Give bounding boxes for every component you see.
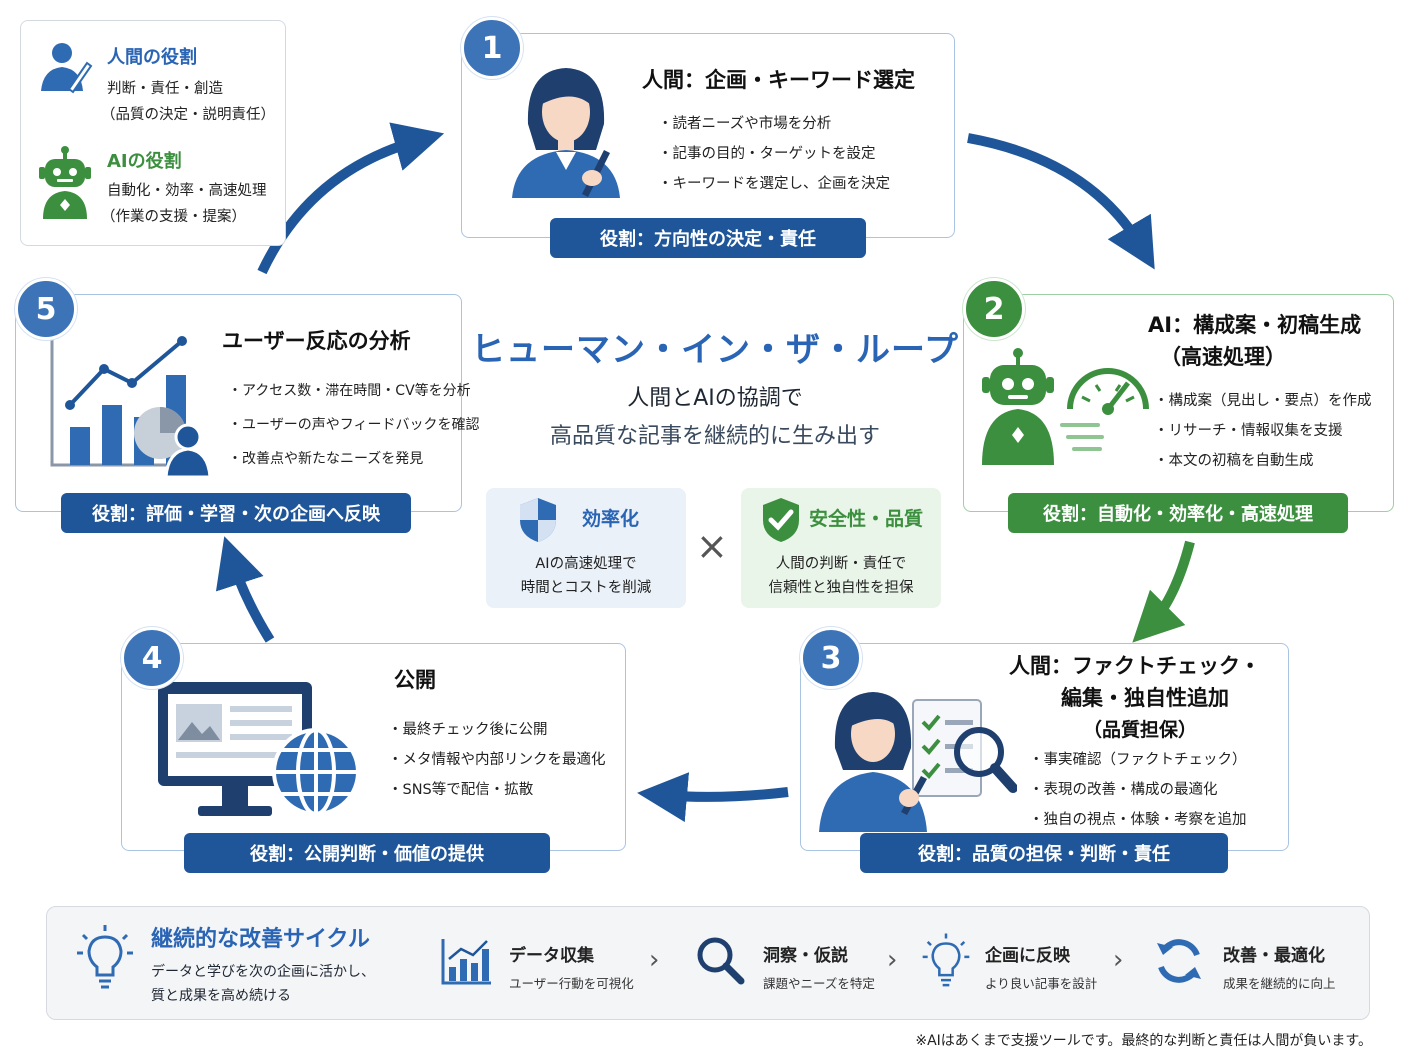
- step3-role-badge: 役割：品質の担保・判断・責任: [860, 833, 1228, 873]
- safety-title: 安全性・品質: [809, 508, 924, 530]
- cycle-desc-line1: データと学びを次の企画に活かし、: [151, 964, 375, 980]
- human-pen-icon: [512, 68, 620, 198]
- safety-line1: 人間の判断・責任で: [775, 556, 907, 572]
- step5-role-badge: 役割：評価・学習・次の企画へ反映: [61, 493, 411, 533]
- step3-title-line3: （品質担保）: [1083, 719, 1198, 741]
- chevron-right-icon: ›: [887, 945, 898, 975]
- center-title: ヒューマン・イン・ザ・ループ: [471, 330, 959, 370]
- footnote: ※AIはあくまで支援ツールです。最終的な判断と責任は人間が負います。: [915, 1033, 1372, 1049]
- step5-bullet: ・ユーザーの声やフィードバックを確認: [228, 417, 480, 433]
- shield-check-icon: [763, 498, 799, 542]
- arrow-3-to-4: [637, 772, 789, 823]
- step3-bullet: ・表現の改善・構成の最適化: [1029, 782, 1218, 798]
- arrow-4-to-5: [215, 536, 275, 643]
- ai-speed-icon: [982, 348, 1149, 465]
- arrow-5-to-1: [257, 122, 445, 275]
- cycle-step-insight-title: 洞察・仮説: [763, 946, 848, 966]
- cycle-step-data-sub: ユーザー行動を可視化: [509, 976, 634, 991]
- step2-title-line2: （高速処理）: [1160, 345, 1286, 369]
- magnifier-icon: [697, 937, 745, 985]
- step5-bullets: ・アクセス数・滞在時間・CV等を分析 ・ユーザーの声やフィードバックを確認 ・改…: [228, 374, 479, 476]
- step3-title-line2: 編集・独自性追加: [1061, 686, 1229, 710]
- legend-ai-line1: 自動化・効率・高速処理: [107, 183, 267, 199]
- legend-human-title: 人間の役割: [107, 47, 197, 68]
- step1-bullet: ・読者ニーズや市場を分析: [658, 116, 832, 132]
- step3-bullets: ・事実確認（ファクトチェック） ・表現の改善・構成の最適化 ・独自の視点・体験・…: [1029, 745, 1247, 835]
- shield-icon: [520, 498, 556, 542]
- step4-role-badge: 役割：公開判断・価値の提供: [184, 833, 550, 873]
- human-checklist-icon: [819, 692, 1017, 832]
- cycle-step-improve-title: 改善・最適化: [1223, 946, 1325, 966]
- chevron-right-icon: ›: [1113, 945, 1124, 975]
- chevron-right-icon: ›: [649, 945, 660, 975]
- step5-bullet: ・改善点や新たなニーズを発見: [228, 451, 424, 467]
- step-number-4: 4: [121, 627, 183, 689]
- efficiency-title: 効率化: [582, 508, 640, 530]
- step3-title-line1: 人間：ファクトチェック・: [1009, 654, 1261, 678]
- arrow-1-to-2: [967, 133, 1155, 270]
- efficiency-card: 効率化 AIの高速処理で 時間とコストを削減: [486, 488, 686, 608]
- cycle-step-plan-title: 企画に反映: [985, 946, 1070, 966]
- step1-role-badge: 役割：方向性の決定・責任: [550, 218, 866, 258]
- efficiency-line2: 時間とコストを削減: [520, 580, 652, 596]
- step4-bullets: ・最終チェック後に公開 ・メタ情報や内部リンクを最適化 ・SNS等で配信・拡散: [388, 715, 606, 805]
- step1-bullets: ・読者ニーズや市場を分析 ・記事の目的・ターゲットを設定 ・キーワードを選定し、…: [658, 109, 890, 199]
- safety-card: 安全性・品質 人間の判断・責任で 信頼性と独自性を担保: [741, 488, 941, 608]
- step-card-3: 人間：ファクトチェック・ 編集・独自性追加 （品質担保） ・事実確認（ファクトチ…: [800, 643, 1289, 851]
- step5-bullet: ・アクセス数・滞在時間・CV等を分析: [228, 383, 471, 399]
- step4-title: 公開: [394, 668, 436, 692]
- step-number-1: 1: [461, 17, 523, 79]
- legend-box: 人間の役割 判断・責任・創造 （品質の決定・説明責任） AIの役割 自動化・効率…: [20, 20, 286, 246]
- legend-human-line2: （品質の決定・説明責任）: [101, 107, 275, 123]
- lightbulb-icon: [77, 925, 133, 989]
- cycle-step-improve-sub: 成果を継続的に向上: [1223, 976, 1336, 991]
- arrow-2-to-3: [1132, 540, 1195, 643]
- cycle-title: 継続的な改善サイクル: [151, 927, 370, 952]
- cycle-step-insight-sub: 課題やニーズを特定: [763, 976, 875, 991]
- step-number-5: 5: [15, 278, 77, 340]
- step-card-2: AI：構成案・初稿生成 （高速処理） ・構成案（見出し・要点）を作成 ・リサーチ…: [963, 294, 1394, 512]
- legend-ai-title: AIの役割: [107, 151, 182, 172]
- safety-line2: 信頼性と独自性を担保: [768, 580, 914, 596]
- step4-bullet: ・SNS等で配信・拡散: [388, 782, 534, 798]
- step4-bullet: ・最終チェック後に公開: [388, 722, 548, 738]
- step5-title: ユーザー反応の分析: [222, 329, 411, 353]
- legend-ai-line2: （作業の支援・提案）: [101, 209, 246, 225]
- efficiency-line1: AIの高速処理で: [535, 556, 637, 572]
- times-symbol: ×: [696, 524, 728, 568]
- step3-bullet: ・事実確認（ファクトチェック）: [1029, 752, 1247, 768]
- improvement-cycle-bar: 継続的な改善サイクル データと学びを次の企画に活かし、 質と成果を高め続ける デ…: [46, 906, 1370, 1020]
- step4-bullet: ・メタ情報や内部リンクを最適化: [388, 752, 606, 768]
- step-number-2: 2: [963, 278, 1025, 340]
- step1-title: 人間：企画・キーワード選定: [642, 68, 915, 92]
- step2-role-badge: 役割：自動化・効率化・高速処理: [1008, 493, 1348, 533]
- bar-chart-icon: [441, 939, 491, 985]
- step2-bullet: ・リサーチ・情報収集を支援: [1154, 423, 1343, 439]
- step-card-1: 人間：企画・キーワード選定 ・読者ニーズや市場を分析 ・記事の目的・ターゲットを…: [461, 33, 955, 238]
- monitor-globe-icon: [158, 682, 360, 816]
- step-card-4: 公開 ・最終チェック後に公開 ・メタ情報や内部リンクを最適化 ・SNS等で配信・…: [121, 643, 626, 851]
- cycle-desc-line2: 質と成果を高め続ける: [151, 988, 291, 1004]
- cycle-step-data-title: データ収集: [509, 946, 594, 966]
- analytics-chart-icon: [50, 335, 212, 479]
- refresh-icon: [1157, 939, 1201, 983]
- step3-bullet: ・独自の視点・体験・考察を追加: [1029, 812, 1247, 828]
- center-subtitle-line2: 高品質な記事を継続的に生み出す: [549, 424, 880, 449]
- lightbulb-icon: [922, 933, 970, 987]
- step-number-3: 3: [800, 627, 862, 689]
- step-card-5: ユーザー反応の分析 ・アクセス数・滞在時間・CV等を分析 ・ユーザーの声やフィー…: [15, 294, 479, 512]
- step2-bullet: ・構成案（見出し・要点）を作成: [1154, 393, 1372, 409]
- human-writer-icon: [41, 43, 93, 94]
- cycle-step-plan-sub: より良い記事を設計: [985, 976, 1098, 991]
- legend-human-line1: 判断・責任・創造: [107, 81, 223, 97]
- step1-bullet: ・キーワードを選定し、企画を決定: [658, 176, 890, 192]
- step1-bullet: ・記事の目的・ターゲットを設定: [658, 146, 876, 162]
- step2-bullet: ・本文の初稿を自動生成: [1154, 453, 1314, 469]
- step2-bullets: ・構成案（見出し・要点）を作成 ・リサーチ・情報収集を支援 ・本文の初稿を自動生…: [1154, 386, 1372, 476]
- step2-title-line1: AI：構成案・初稿生成: [1148, 313, 1362, 337]
- robot-icon: [39, 146, 91, 219]
- center-subtitle-line1: 人間とAIの協調で: [627, 386, 803, 411]
